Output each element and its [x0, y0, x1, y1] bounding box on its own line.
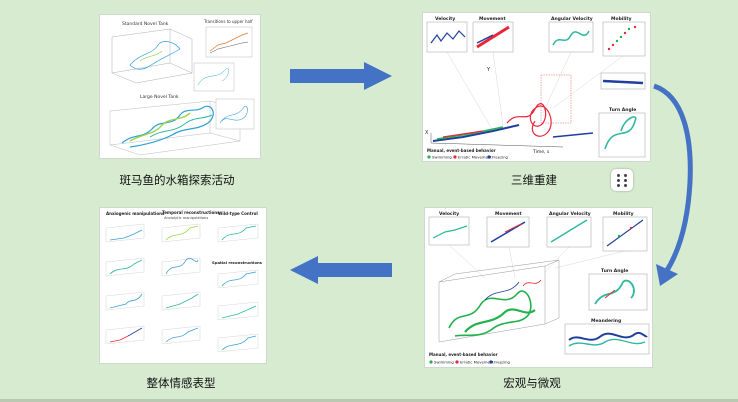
large-tank-trace-green	[129, 112, 191, 142]
p4-legend-swimming-swatch	[429, 360, 433, 364]
p4-connectors	[448, 244, 626, 279]
trace-freezing-end	[552, 132, 594, 138]
label-mobility: Mobility	[611, 16, 632, 22]
label-transitions: Transitions to upper half	[203, 19, 253, 24]
p4-inset-movement: Movement	[486, 211, 530, 248]
p4-turn-angle-erratic	[604, 289, 616, 299]
panel-3d-reconstruction: Velocity Movement Angular Velocity Mobil…	[423, 13, 650, 161]
transitions-line-2	[209, 41, 249, 54]
p4-label-angular-velocity: Angular Velocity	[549, 211, 591, 217]
header-anxiogenic: Anxiogenic manipulations	[106, 211, 165, 216]
p4-legend-erratic: Erratic Movement	[460, 360, 494, 365]
trace-erratic	[442, 103, 552, 138]
legend-swimming-swatch	[427, 155, 431, 159]
small-tank-trace-2	[139, 50, 163, 62]
caption-macro-micro: 宏观与微观	[503, 376, 561, 390]
panel-macro-micro: Velocity Movement Angular Velocity Mobil…	[425, 208, 652, 367]
header-anxiolytic: Anxiolytic manipulations	[164, 216, 208, 220]
inset-connectors	[446, 51, 624, 132]
header-wild-type: Wild-type Control	[218, 211, 258, 216]
p4-inset-velocity: Velocity	[428, 211, 470, 246]
p4-legend-title: Manual, event-based behavior	[429, 352, 498, 357]
phenotype-grid-figure: Anxiogenic manipulations Temporal recons…	[105, 210, 263, 353]
p4-inset-angular-velocity: Angular Velocity	[546, 211, 592, 248]
inset-mobility: Mobility	[602, 16, 646, 57]
inset-movement: Movement	[472, 16, 514, 53]
p4-inset-mobility: Mobility	[602, 211, 648, 252]
p4-legend-swimming: Swimming	[434, 360, 454, 365]
p4-label-turn-angle: Turn Angle	[601, 268, 628, 274]
p4-turn-angle-trace	[594, 279, 635, 305]
reconstruction-axes	[430, 133, 564, 148]
inset-velocity: Velocity	[426, 16, 468, 53]
curved-arrow-down-icon	[653, 83, 693, 286]
p4-label-mobility: Mobility	[613, 211, 634, 217]
p4-trace-freezing	[484, 281, 520, 301]
p4-label-velocity: Velocity	[439, 211, 459, 217]
large-inset-trace	[219, 105, 248, 124]
p4-trace-swimming-2	[464, 308, 536, 333]
legend-erratic: Erratic Movement	[458, 155, 492, 160]
turn-angle-trace	[604, 116, 637, 150]
legend-title: Manual, event-based behavior	[427, 148, 496, 153]
caption-3d-reconstruction: 三维重建	[511, 173, 557, 187]
phenotype-cells	[105, 223, 259, 353]
legend-freezing-swatch	[487, 155, 491, 159]
label-turn-angle: Turn Angle	[609, 107, 636, 113]
label-standard-novel-tank: Standard Novel Tank	[122, 21, 169, 27]
mini-tank-trace	[197, 67, 229, 86]
p4-meandering-inset	[564, 323, 650, 355]
arrow-right-icon	[290, 62, 392, 90]
panel-tank-exploration: Standard Novel Tank Transitions to upper…	[100, 15, 260, 158]
header-spatial: Spatial reconstructions	[212, 260, 263, 265]
large-tank-trace-blue	[121, 105, 214, 148]
p4-trace-swimming	[448, 290, 532, 337]
p4-meandering-trace-1	[568, 331, 648, 341]
p4-trace-erratic	[522, 279, 542, 287]
more-options-icon[interactable]	[611, 169, 633, 191]
transitions-inset	[205, 26, 253, 58]
arrow-left-icon	[290, 256, 392, 284]
legend-erratic-swatch	[453, 155, 457, 159]
p4-meandering-trace-2	[568, 338, 646, 347]
p4-label-movement: Movement	[495, 211, 522, 217]
turn-angle-inset	[598, 112, 646, 158]
bottom-divider	[0, 399, 738, 402]
trace-freezing	[432, 124, 520, 142]
mini-tank-inset	[193, 62, 235, 92]
tank-exploration-figure: Standard Novel Tank Transitions to upper…	[109, 19, 255, 156]
p4-tank-box	[438, 259, 560, 343]
macro-micro-figure: Velocity Movement Angular Velocity Mobil…	[428, 211, 650, 365]
caption-affective-phenotype: 整体情感表型	[146, 376, 216, 390]
transitions-line	[209, 32, 249, 52]
label-large-novel-tank: Large Novel Tank	[140, 94, 179, 100]
label-angular-velocity: Angular Velocity	[551, 16, 593, 22]
inset-angular-velocity: Angular Velocity	[548, 16, 594, 53]
p4-label-meandering: Meandering	[591, 318, 621, 324]
trace-swimming	[436, 126, 504, 140]
label-velocity: Velocity	[435, 16, 455, 22]
axis-x-label: X	[425, 130, 429, 136]
erratic-highlight-box	[540, 74, 572, 124]
label-movement: Movement	[479, 16, 506, 22]
legend-freezing: Freezing	[492, 155, 509, 160]
p4-legend-freezing: Freezing	[494, 360, 511, 365]
axis-time-label: Time, s	[532, 149, 550, 155]
p4-legend-erratic-swatch	[455, 360, 459, 364]
large-tank-trace-teal	[149, 114, 213, 138]
reconstruction-figure: Velocity Movement Angular Velocity Mobil…	[425, 16, 646, 160]
panel-affective-phenotype: Anxiogenic manipulations Temporal recons…	[100, 208, 266, 363]
p4-turn-angle-inset	[588, 273, 648, 311]
legend-swimming: Swimming	[432, 155, 452, 160]
small-tank-axes	[111, 28, 193, 84]
caption-tank-exploration: 斑马鱼的水箱探索活动	[119, 173, 235, 187]
small-tank-trace	[129, 41, 181, 70]
axis-y-label: Y	[486, 67, 491, 73]
header-temporal: Temporal reconstructions	[162, 210, 220, 215]
p4-legend-freezing-swatch	[489, 360, 493, 364]
mobility-bar	[602, 79, 644, 85]
